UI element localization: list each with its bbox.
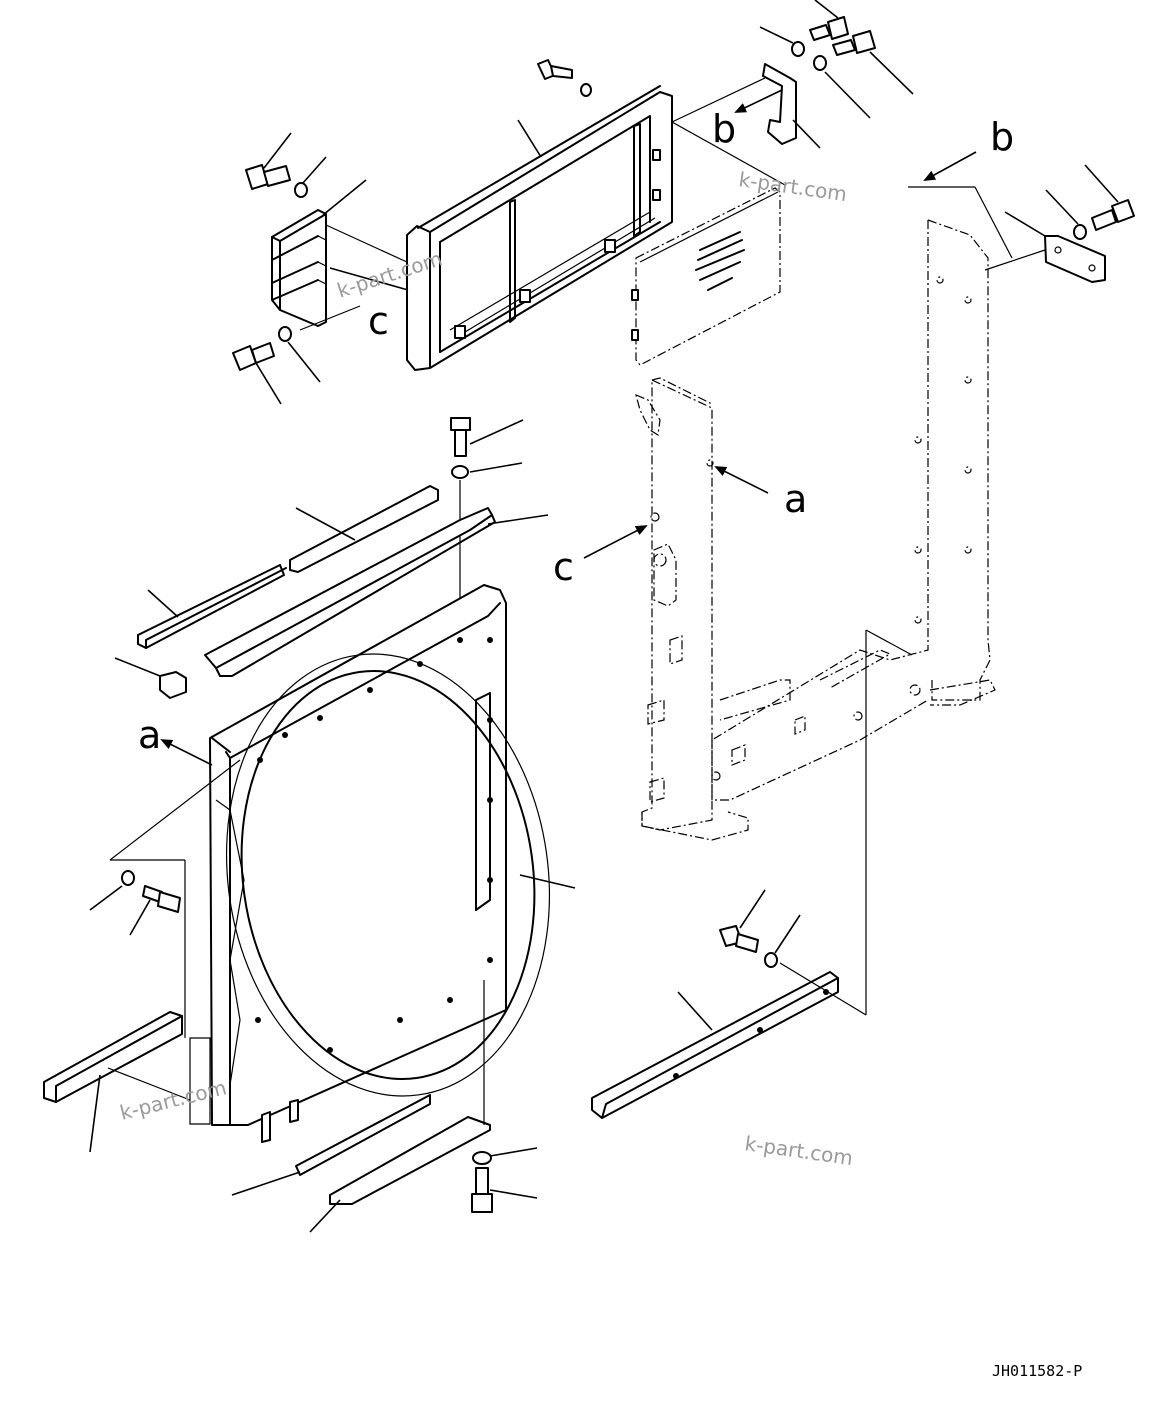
lower-center-seal-part — [231, 980, 491, 1233]
shroud-mounting-holes — [255, 637, 493, 1053]
hex-bolt-icon — [142, 885, 181, 913]
washer-icon — [278, 326, 292, 342]
hex-bolt-icon — [809, 16, 849, 41]
hex-bolt-icon — [245, 164, 291, 190]
washer-icon — [791, 41, 805, 57]
a-reference-lines — [109, 759, 241, 1038]
c-bracket-part — [271, 179, 421, 331]
washer-icon — [813, 55, 827, 71]
middle-bolt-group — [450, 417, 524, 600]
upper-frame-part — [406, 85, 786, 371]
b-bracket-part — [671, 0, 914, 149]
ref-label-c-center: c — [553, 545, 574, 589]
ref-label-b-right: b — [990, 115, 1014, 159]
washer-icon — [294, 182, 308, 198]
drawing-code: JH011582-P — [992, 1362, 1082, 1380]
arrow-c-center — [583, 525, 648, 559]
top-bolt-group — [537, 59, 592, 97]
washer-icon — [1073, 224, 1087, 240]
ref-label-c-left: c — [368, 299, 389, 343]
lower-left-seal-part — [43, 1011, 211, 1153]
washer-icon — [121, 870, 135, 886]
arrow-b-left — [734, 89, 783, 113]
left-lower-bolt-group — [89, 870, 181, 936]
mount-frame-reference — [635, 219, 996, 841]
lower-left-bolt-group — [232, 326, 321, 405]
arrow-a-left — [160, 739, 213, 766]
watermark-text: k-part.com — [743, 1131, 854, 1170]
hex-bolt-icon — [1091, 199, 1135, 231]
ref-label-a-left: a — [138, 713, 161, 757]
arrow-a-upper — [714, 466, 769, 494]
reference-letters: a a b b c c — [138, 107, 1014, 757]
hex-bolt-icon — [471, 1167, 493, 1213]
lower-right-bolt-group — [719, 889, 801, 968]
hex-bolt-icon — [832, 30, 876, 56]
screen-panel-part — [631, 187, 781, 366]
hex-bolt-icon — [450, 417, 471, 457]
hex-bolt-icon — [719, 925, 759, 953]
arrow-b-right — [923, 151, 977, 181]
watermark-text: k-part.com — [737, 167, 848, 206]
ref-label-b-left: b — [712, 107, 736, 151]
b-reference-lines — [908, 186, 1046, 271]
upper-left-bolt-group — [245, 132, 327, 198]
washer-icon — [472, 1151, 492, 1165]
reference-arrows — [160, 89, 977, 766]
upper-seal-strips — [114, 485, 549, 699]
hex-bolt-icon — [232, 342, 275, 371]
right-bracket-part — [1044, 164, 1135, 283]
washer-icon — [764, 952, 778, 968]
lower-right-bar-part — [591, 629, 913, 1119]
fan-shroud-part — [209, 584, 576, 1143]
arrow-c-left — [329, 267, 409, 291]
washer-icon — [451, 465, 469, 479]
ref-label-a-upper: a — [784, 477, 807, 521]
bottom-bolt-group — [471, 1147, 538, 1213]
washer-icon — [580, 83, 592, 97]
hex-bolt-icon — [537, 59, 573, 80]
